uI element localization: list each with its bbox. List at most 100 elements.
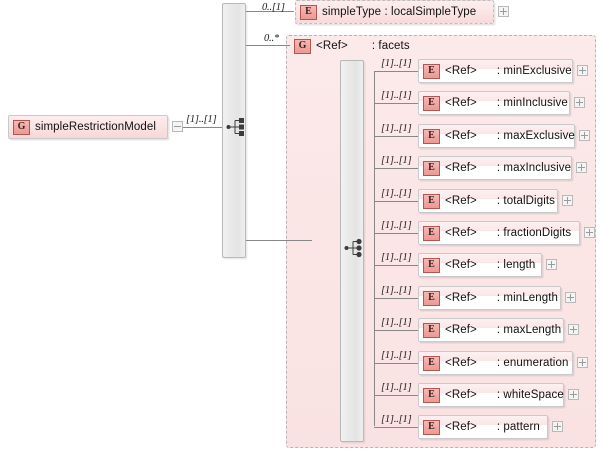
expander-facet-maxExclusive[interactable] <box>579 130 590 141</box>
node-type-label: : pattern <box>496 421 540 433</box>
facet-connector-line <box>374 201 418 202</box>
node-type-label: : maxExclusive <box>496 130 575 142</box>
node-ref-label: <Ref> <box>445 227 477 239</box>
node-label: simpleRestrictionModel <box>35 121 157 133</box>
facet-connector-line <box>374 265 418 266</box>
element-badge: E <box>423 63 440 79</box>
choice-compositor-container[interactable] <box>340 60 364 442</box>
expander-simpleRestrictionModel[interactable] <box>172 121 183 132</box>
facet-connector-line <box>374 233 418 234</box>
node-type-label: : totalDigits <box>496 195 556 207</box>
cardinality-facet-fractionDigits: [1]..[1] <box>381 220 412 231</box>
node-ref-label: <Ref> <box>445 195 477 207</box>
connector-to-facets-group <box>244 45 290 46</box>
node-type-label: : fractionDigits <box>496 227 572 239</box>
node-label: simpleType : localSimpleType <box>322 6 477 18</box>
element-badge: E <box>423 128 440 144</box>
element-badge: E <box>423 257 440 273</box>
element-badge: E <box>423 355 440 371</box>
cardinality-facet-whiteSpace: [1]..[1] <box>381 382 412 393</box>
cardinality-facets-group: 0..* <box>264 33 279 44</box>
node-simpleType[interactable]: E simpleType : localSimpleType <box>295 0 494 24</box>
element-badge: E <box>423 387 440 403</box>
node-ref-label: <Ref> <box>445 97 477 109</box>
node-ref-label: <Ref> <box>445 259 477 271</box>
node-ref-label: <Ref> <box>445 421 477 433</box>
node-type-label: : length <box>496 259 536 271</box>
expander-facet-length[interactable] <box>546 259 557 270</box>
node-type-label: : facets <box>371 40 410 52</box>
group-badge: G <box>13 119 30 135</box>
expander-facet-totalDigits[interactable] <box>562 195 573 206</box>
facet-connector-line <box>374 168 418 169</box>
cardinality-facet-totalDigits: [1]..[1] <box>381 188 412 199</box>
node-facet-length[interactable]: E <Ref> : length <box>418 253 542 277</box>
node-facet-totalDigits[interactable]: E <Ref> : totalDigits <box>418 189 558 213</box>
facet-connector-line <box>374 427 418 428</box>
expander-facet-fractionDigits[interactable] <box>584 227 595 238</box>
facet-connector-line <box>374 103 418 104</box>
element-badge: E <box>423 160 440 176</box>
node-ref-label: <Ref> <box>316 40 348 52</box>
node-ref-label: <Ref> <box>445 65 477 77</box>
cardinality-facet-maxExclusive: [1]..[1] <box>381 123 412 134</box>
node-facet-whiteSpace[interactable]: E <Ref> : whiteSpace <box>418 383 564 407</box>
node-type-label: : minExclusive <box>496 65 572 77</box>
connector-sequence-out-top <box>244 11 294 12</box>
node-ref-label: <Ref> <box>445 389 477 401</box>
node-type-label: : whiteSpace <box>496 389 564 401</box>
connector-root-to-sequence <box>178 127 228 128</box>
facet-connector-line <box>374 363 418 364</box>
expander-facet-enumeration[interactable] <box>577 357 588 368</box>
expander-facet-maxLength[interactable] <box>568 324 579 335</box>
element-badge: E <box>423 95 440 111</box>
facet-connector-line <box>374 298 418 299</box>
node-facet-minExclusive[interactable]: E <Ref> : minExclusive <box>418 59 573 83</box>
element-badge: E <box>423 419 440 435</box>
cardinality-facet-minExclusive: [1]..[1] <box>381 58 412 69</box>
node-facet-pattern[interactable]: E <Ref> : pattern <box>418 415 548 439</box>
facet-connector-line <box>374 136 418 137</box>
facet-connector-line <box>374 71 418 72</box>
node-simpleRestrictionModel[interactable]: G simpleRestrictionModel <box>8 115 168 139</box>
node-type-label: : minInclusive <box>496 97 568 109</box>
cardinality-facet-maxInclusive: [1]..[1] <box>381 155 412 166</box>
cardinality-simpleType: 0..[1] <box>262 2 285 13</box>
choice-compositor-icon[interactable] <box>344 238 366 258</box>
sequence-compositor-icon[interactable] <box>226 117 248 137</box>
expander-facet-whiteSpace[interactable] <box>568 389 579 400</box>
node-facet-fractionDigits[interactable]: E <Ref> : fractionDigits <box>418 221 580 245</box>
element-badge: E <box>423 193 440 209</box>
node-facet-minInclusive[interactable]: E <Ref> : minInclusive <box>418 91 570 115</box>
node-facet-maxLength[interactable]: E<Ref>: maxLength <box>418 318 564 342</box>
node-ref-label: <Ref> <box>445 162 477 174</box>
connector-sequence-out-bottom <box>244 240 312 241</box>
node-facet-maxExclusive[interactable]: E <Ref> : maxExclusive <box>418 124 575 148</box>
element-badge: E <box>300 4 317 20</box>
node-facet-enumeration[interactable]: E<Ref>: enumeration <box>418 351 573 375</box>
expander-facet-maxInclusive[interactable] <box>576 162 587 173</box>
facet-connector-line <box>374 330 418 331</box>
cardinality-facet-pattern: [1]..[1] <box>381 414 412 425</box>
element-badge: E <box>423 225 440 241</box>
node-facets-group[interactable]: G <Ref> : facets <box>290 34 583 58</box>
node-ref-label: <Ref> <box>445 130 477 142</box>
node-facet-maxInclusive[interactable]: E<Ref>: maxInclusive <box>418 156 572 180</box>
facet-connector-line <box>374 395 418 396</box>
cardinality-facet-enumeration: [1]..[1] <box>381 350 412 361</box>
expander-facet-minInclusive[interactable] <box>574 97 585 108</box>
sequence-compositor-container[interactable] <box>222 3 246 258</box>
node-ref-label: <Ref> <box>445 324 477 336</box>
expander-facet-minExclusive[interactable] <box>577 65 588 76</box>
expander-simpleType[interactable] <box>498 6 509 17</box>
expander-facet-pattern[interactable] <box>552 421 563 432</box>
node-type-label: : maxLength <box>496 324 562 336</box>
cardinality-facet-minLength: [1]..[1] <box>381 285 412 296</box>
connector-choice-trunk <box>374 71 375 426</box>
expander-facet-minLength[interactable] <box>565 292 576 303</box>
group-badge: G <box>294 38 311 54</box>
node-facet-minLength[interactable]: E<Ref>: minLength <box>418 286 561 310</box>
cardinality-facet-maxLength: [1]..[1] <box>381 317 412 328</box>
